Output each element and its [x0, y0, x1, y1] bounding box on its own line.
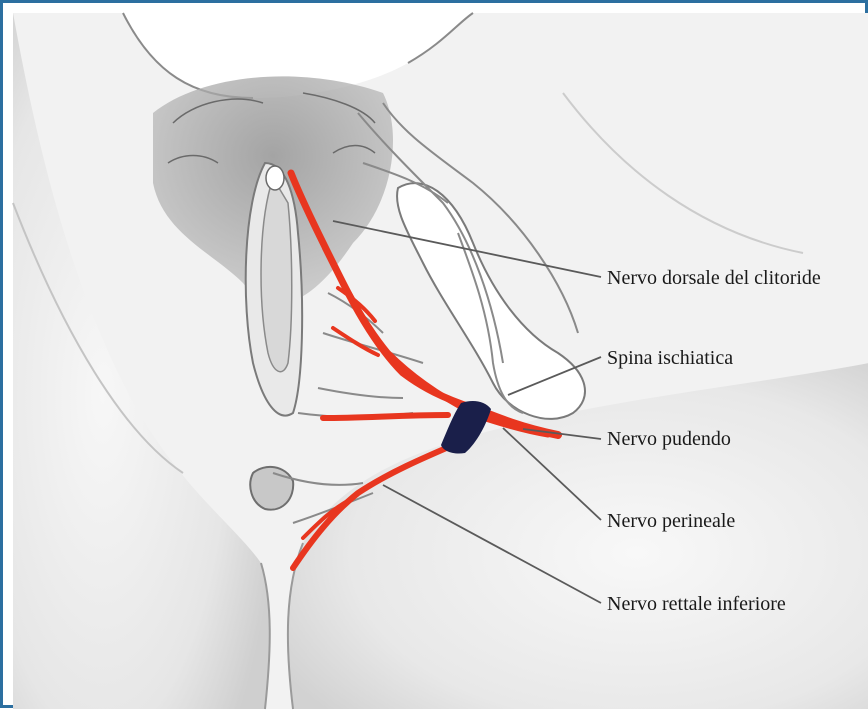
label-dorsal-clitoral-nerve: Nervo dorsale del clitoride [607, 266, 821, 290]
label-perineal-nerve: Nervo perineale [607, 509, 735, 533]
label-pudendal-nerve: Nervo pudendo [607, 427, 731, 451]
label-ischial-spine: Spina ischiatica [607, 346, 733, 370]
label-inferior-rectal-nerve: Nervo rettale inferiore [607, 592, 786, 616]
anus [250, 467, 293, 510]
